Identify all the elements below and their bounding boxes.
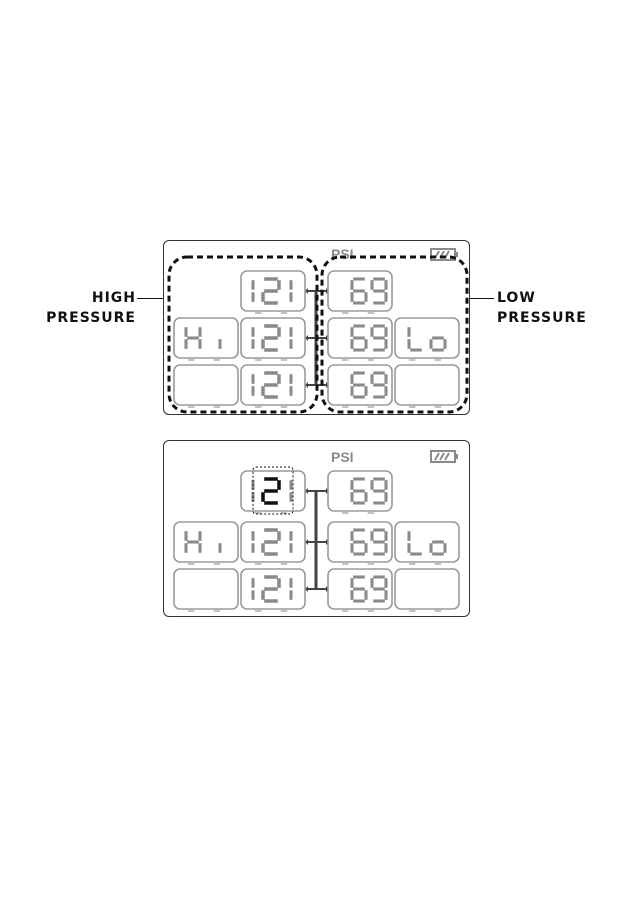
right-indicator-box-2: [395, 569, 459, 611]
low-digit-1: [372, 530, 386, 554]
lo-letter-o: [431, 542, 445, 554]
low-digit-1: [372, 479, 386, 503]
high-pressure-label: HIGH PRESSURE: [46, 288, 136, 328]
lo-letter-o: [431, 338, 445, 350]
high-value-box-1: [241, 522, 305, 564]
high-value-box-2: [241, 365, 305, 407]
low-digit-0: [352, 373, 366, 397]
low-pressure-label: LOW PRESSURE: [497, 288, 587, 328]
connector-column: [305, 488, 329, 592]
high-digit-1: [263, 373, 279, 397]
right-indicator-box-2: [395, 365, 459, 407]
left-indicator-box-2: [174, 365, 238, 407]
high-digit-1: [263, 279, 279, 303]
left-indicator-box-1: [174, 318, 238, 360]
low-digit-0: [352, 279, 366, 303]
lcd-display-annotated: PSI: [163, 240, 470, 415]
high-pressure-group-outline: [169, 257, 317, 412]
lo-letter-l: [409, 531, 422, 554]
high-value-box-0: [241, 271, 305, 313]
low-value-box-0: [328, 271, 392, 313]
high-label-line1: HIGH: [46, 288, 136, 308]
low-label-line1: LOW: [497, 288, 587, 308]
battery-icon: [431, 451, 458, 462]
low-digit-0: [352, 326, 366, 350]
high-value-box-2: [241, 569, 305, 611]
low-value-box-0: [328, 471, 392, 513]
unit-label: PSI: [331, 246, 354, 262]
high-value-box-1: [241, 318, 305, 360]
lcd-top-svg: PSI: [164, 241, 471, 416]
low-value-box-2: [328, 365, 392, 407]
high-digit-1: [263, 479, 279, 503]
left-indicator-box-1: [174, 522, 238, 564]
low-value-box-1: [328, 522, 392, 564]
unit-label: PSI: [331, 449, 354, 465]
lcd-display-highlight: PSI: [163, 440, 470, 617]
hi-letter-h: [186, 531, 200, 553]
right-indicator-box-1: [395, 522, 459, 564]
high-digit-1: [263, 326, 279, 350]
high-value-box-0: [241, 471, 305, 513]
low-digit-1: [372, 373, 386, 397]
low-digit-0: [352, 530, 366, 554]
high-label-line2: PRESSURE: [46, 308, 136, 328]
lo-letter-l: [409, 327, 422, 350]
low-label-line2: PRESSURE: [497, 308, 587, 328]
lcd-bottom-svg: PSI: [164, 441, 471, 618]
right-indicator-box-1: [395, 318, 459, 360]
left-indicator-box-2: [174, 569, 238, 611]
hi-letter-h: [186, 327, 200, 349]
low-digit-1: [372, 577, 386, 601]
high-digit-1: [263, 530, 279, 554]
low-digit-0: [352, 577, 366, 601]
low-digit-0: [352, 479, 366, 503]
high-digit-1: [263, 577, 279, 601]
low-value-box-2: [328, 569, 392, 611]
low-digit-1: [372, 279, 386, 303]
low-value-box-1: [328, 318, 392, 360]
low-digit-1: [372, 326, 386, 350]
